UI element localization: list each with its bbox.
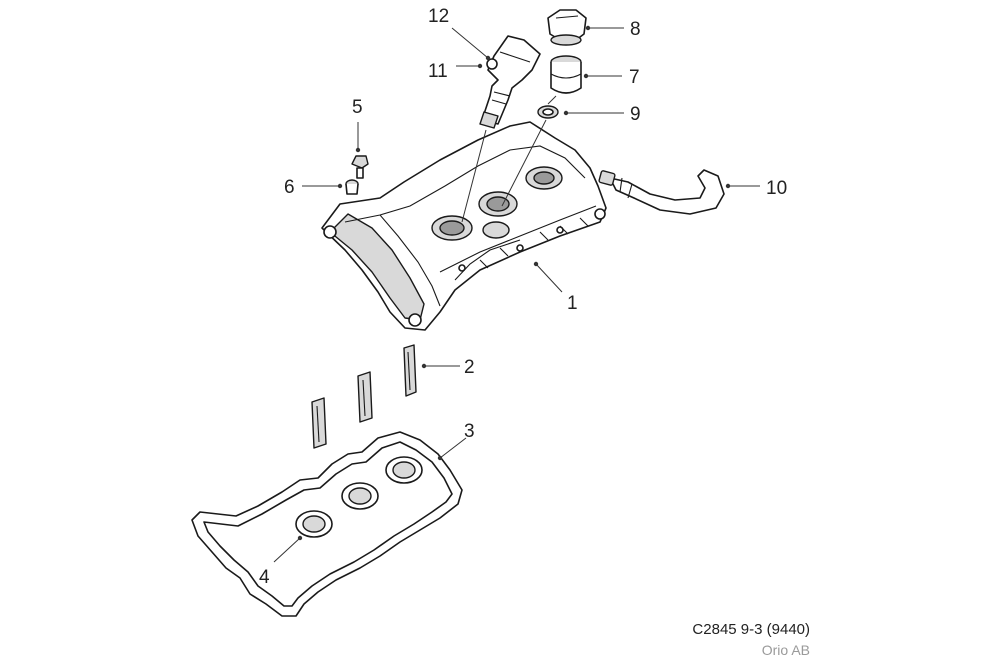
callout-8: 8 bbox=[630, 19, 641, 40]
leader-lines bbox=[273, 25, 760, 563]
oil-filler-cap-part bbox=[547, 9, 587, 46]
grommet-part bbox=[345, 179, 359, 195]
callout-6: 6 bbox=[284, 177, 295, 198]
callout-7: 7 bbox=[629, 67, 640, 88]
callout-1: 1 bbox=[567, 293, 578, 314]
callout-3: 3 bbox=[464, 421, 475, 442]
assembly-lines bbox=[461, 95, 557, 223]
callout-4: 4 bbox=[259, 567, 270, 588]
seal-strip-part bbox=[311, 344, 417, 449]
callout-12: 12 bbox=[428, 6, 449, 27]
callout-10: 10 bbox=[766, 178, 787, 199]
diagram-reference-code: C2845 9-3 (9440) bbox=[692, 621, 810, 638]
bolt-part bbox=[351, 155, 369, 179]
spark-plug-seal-part bbox=[295, 456, 423, 538]
diagram-owner: Orio AB bbox=[761, 642, 810, 658]
callout-9: 9 bbox=[630, 104, 641, 125]
callout-labels: 1 2 3 4 5 6 7 8 9 10 11 12 bbox=[259, 6, 787, 588]
ignition-coil-part bbox=[479, 35, 541, 129]
valve-cover-part bbox=[321, 121, 607, 331]
callout-5: 5 bbox=[352, 97, 363, 118]
sealing-ring-part bbox=[537, 105, 559, 119]
callout-2: 2 bbox=[464, 357, 475, 378]
breather-hose-part bbox=[598, 169, 725, 215]
callout-11: 11 bbox=[428, 61, 448, 82]
filler-neck-part bbox=[550, 55, 582, 94]
